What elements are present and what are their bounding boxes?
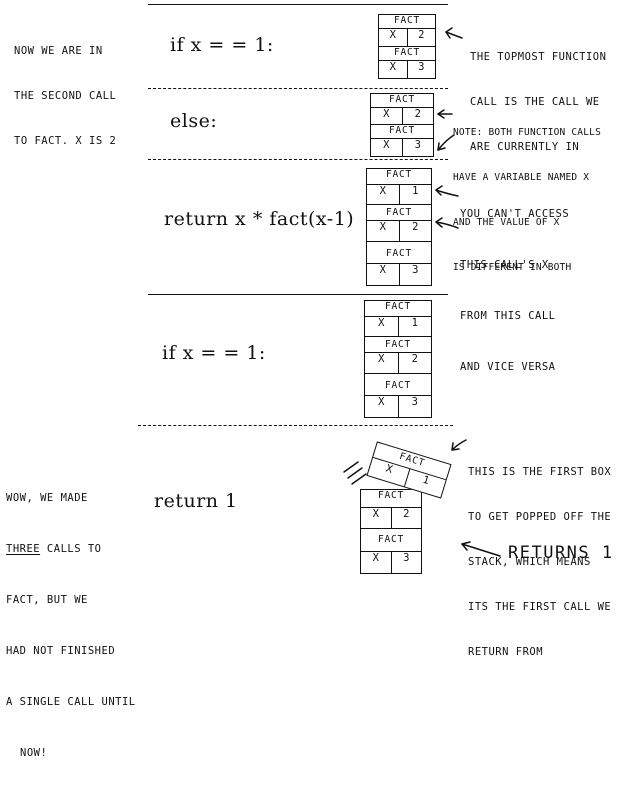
note-line: AND VICE VERSA	[460, 361, 556, 373]
note-line: STACK, WHICH MEANS	[468, 556, 591, 568]
frame-label: FACT	[388, 94, 416, 105]
frame-label: FACT	[388, 125, 416, 136]
var-name: X	[365, 353, 399, 373]
code-return-x-times-fact: return x * fact(x-1)	[164, 208, 355, 230]
var-name: X	[379, 61, 408, 78]
var-name: X	[361, 552, 392, 573]
note-line: YOU CAN'T ACCESS	[460, 208, 570, 220]
note-line: WOW, WE MADE	[6, 492, 88, 504]
note-line: THE TOPMOST FUNCTION	[470, 51, 607, 63]
note-line: THIS IS THE FIRST BOX	[468, 466, 612, 478]
arrow-to-second-x	[437, 134, 455, 151]
var-value: 2	[414, 108, 421, 120]
var-name: X	[365, 396, 399, 417]
note-line: A SINGLE CALL UNTIL	[6, 696, 136, 708]
var-name: X	[365, 317, 399, 336]
arrow-to-topmost-frame	[445, 27, 463, 39]
var-value: 2	[403, 508, 410, 520]
call-stack-diagram: NOW WE ARE IN THE SECOND CALL TO FACT. X…	[6, 4, 614, 759]
code-else: else:	[170, 110, 218, 132]
note-topmost-call: THE TOPMOST FUNCTION CALL IS THE CALL WE…	[470, 20, 606, 185]
var-name: X	[371, 139, 403, 156]
note-line: AND THE VALUE OF X	[453, 217, 560, 228]
var-value: 2	[412, 221, 419, 233]
frame-label: FACT	[393, 15, 421, 26]
frame-label: FACT	[377, 490, 405, 501]
var-name: X	[367, 185, 400, 204]
code-if-x-equals-1: if x = = 1:	[170, 34, 274, 56]
var-value: 3	[403, 552, 410, 564]
arrow-to-first-x	[437, 109, 453, 119]
var-value: 2	[411, 353, 418, 365]
frame-label: FACT	[384, 380, 412, 391]
frame-label: FACT	[384, 339, 412, 350]
note-line: CALL IS THE CALL WE	[470, 96, 600, 108]
var-name: X	[379, 29, 408, 46]
note-line: RETURN FROM	[468, 646, 544, 658]
var-name: X	[361, 508, 392, 528]
note-line: TO FACT. X IS 2	[14, 135, 117, 147]
row-divider-3	[148, 294, 448, 295]
note-line: NOTE: BOTH FUNCTION CALLS	[453, 127, 601, 138]
var-name: X	[367, 264, 400, 285]
note-both-calls: NOTE: BOTH FUNCTION CALLS HAVE A VARIABL…	[453, 95, 601, 305]
note-line: FACT, BUT WE	[6, 594, 88, 606]
note-cant-access: YOU CAN'T ACCESS THIS CALL'S X FROM THIS…	[460, 172, 569, 410]
var-value: 1	[411, 317, 418, 329]
frame-label: FACT	[385, 248, 413, 259]
var-value: 2	[418, 29, 425, 41]
var-value: 3	[414, 139, 421, 151]
underlined-word: THREE	[6, 543, 41, 555]
var-value: 3	[418, 61, 425, 73]
top-border-line	[148, 4, 448, 5]
note-second-call: NOW WE ARE IN THE SECOND CALL TO FACT. X…	[14, 14, 116, 179]
code-return-1: return 1	[154, 490, 238, 512]
note-line: TO GET POPPED OFF THE	[468, 511, 612, 523]
motion-marks	[343, 461, 367, 485]
frame-label: FACT	[393, 47, 421, 58]
note-line: THE SECOND CALL	[14, 90, 117, 102]
arrow-to-popped-frame	[451, 439, 467, 451]
row-divider-1	[148, 88, 448, 89]
var-name: X	[367, 221, 400, 241]
returns-label: RETURNS 1	[508, 543, 614, 563]
note-line-rest: CALLS TO	[40, 543, 102, 555]
note-line: THIS CALL'S X	[460, 259, 549, 271]
note-line: NOW!	[20, 747, 48, 759]
note-line: ARE CURRENTLY IN	[470, 141, 580, 153]
row-divider-2	[148, 159, 448, 160]
note-line: NOW WE ARE IN	[14, 45, 103, 57]
var-value: 3	[412, 264, 419, 276]
frame-label: FACT	[385, 169, 413, 180]
note-line: HAD NOT FINISHED	[6, 645, 116, 657]
var-name: X	[371, 108, 403, 124]
var-value: 1	[412, 185, 419, 197]
note-line: FROM THIS CALL	[460, 310, 556, 322]
note-line: THREE CALLS TO	[6, 541, 136, 558]
row-divider-4	[138, 425, 453, 426]
code-if-x-equals-1-again: if x = = 1:	[162, 342, 266, 364]
note-three-calls: WOW, WE MADE THREE CALLS TO FACT, BUT WE…	[6, 456, 136, 796]
frame-label: FACT	[384, 301, 412, 312]
note-line: IS DIFFERENT IN BOTH	[453, 262, 572, 273]
var-value: 3	[411, 396, 418, 408]
frame-label: FACT	[377, 534, 405, 545]
note-line: HAVE A VARIABLE NAMED X	[453, 172, 590, 183]
frame-label: FACT	[385, 207, 413, 218]
note-line: ITS THE FIRST CALL WE	[468, 601, 612, 613]
